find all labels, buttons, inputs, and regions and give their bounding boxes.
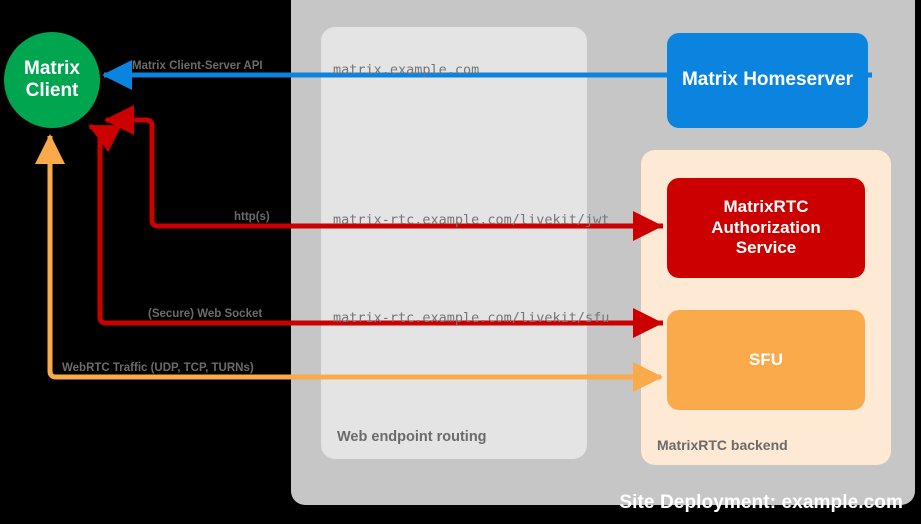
node-matrix-client-line2: Client	[25, 80, 79, 101]
node-auth-line3: Service	[735, 238, 797, 258]
edge-label-cs-api: Matrix Client-Server API	[132, 60, 263, 72]
node-matrix-client[interactable]: Matrix Client	[4, 32, 100, 128]
node-auth-line2: Authorization	[711, 217, 821, 237]
endpoint-livekit-jwt: matrix-rtc.example.com/livekit/jwt	[333, 212, 610, 228]
node-auth-text: MatrixRTC Authorization Service	[711, 197, 821, 258]
node-matrix-homeserver-label: Matrix Homeserver	[681, 69, 854, 91]
node-matrixrtc-authorization-service[interactable]: MatrixRTC Authorization Service	[667, 178, 865, 278]
endpoint-livekit-sfu: matrix-rtc.example.com/livekit/sfu	[333, 310, 610, 326]
edge-label-webrtc: WebRTC Traffic (UDP, TCP, TURNs)	[62, 362, 254, 374]
web-endpoint-routing-label: Web endpoint routing	[337, 429, 487, 445]
node-sfu-label: SFU	[749, 349, 783, 369]
node-matrix-homeserver[interactable]: Matrix Homeserver	[667, 33, 868, 128]
edge-label-http: http(s)	[234, 211, 270, 223]
site-deployment-title: Site Deployment: example.com	[619, 492, 903, 513]
web-endpoint-routing-container: Web endpoint routing	[321, 27, 587, 459]
endpoint-matrix-example-com: matrix.example.com	[333, 62, 480, 78]
node-matrix-client-line1: Matrix	[24, 57, 80, 79]
node-auth-line1: MatrixRTC	[723, 197, 809, 217]
edge-label-websocket: (Secure) Web Socket	[148, 308, 263, 320]
node-sfu[interactable]: SFU	[667, 310, 865, 410]
matrixrtc-backend-label: MatrixRTC backend	[657, 437, 788, 453]
